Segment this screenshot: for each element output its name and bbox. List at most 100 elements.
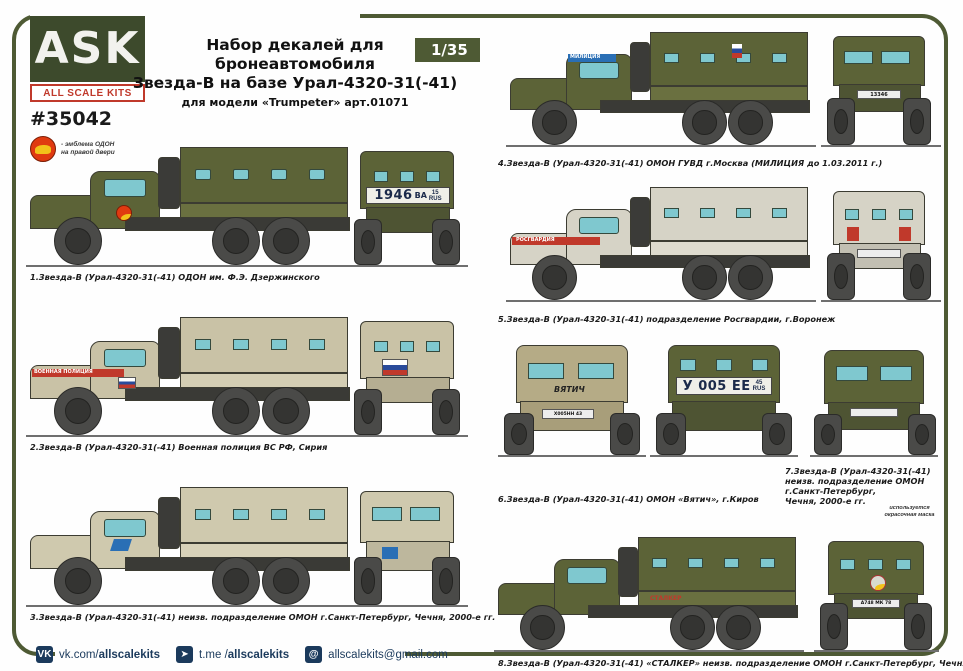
module-window-3 [271, 339, 287, 350]
module-window-4 [309, 509, 325, 520]
module-window-4 [772, 53, 787, 63]
variant-7-front-view [810, 350, 940, 457]
spare-wheel [158, 327, 180, 379]
sheet-border [12, 14, 948, 656]
ground-line [26, 435, 356, 437]
variant-4-caption: 4.Звезда-В (Урал-4320-31(-41) ОМОН ГУВД … [498, 158, 883, 168]
windshield-right [880, 366, 912, 381]
windshield-left [844, 51, 873, 64]
variant-6-front-view: ВЯТИЧ Х005НН 43 [498, 345, 648, 457]
rear-window-3 [426, 341, 440, 352]
rear-wheel-right [432, 219, 460, 265]
spare-wheel [630, 42, 650, 92]
odon-emblem-icon [30, 136, 56, 162]
odon-emblem-note: - эмблема ОДОН на правой двери [30, 136, 115, 162]
ground-line [494, 650, 804, 652]
rear-red-stripe-left [847, 227, 859, 241]
ground-line [26, 605, 356, 607]
front-license-plate: Х005НН 43 [542, 409, 594, 419]
rear-wheel-right [762, 413, 792, 455]
ground-line [821, 300, 941, 302]
rear-window-2 [400, 341, 414, 352]
rear-window-3 [899, 209, 913, 220]
rear-wheel-right [903, 253, 931, 300]
vk-link-text[interactable]: vk.com/allscalekits [59, 648, 161, 661]
variant-7-caption-line-2: неизв. подразделение ОМОН г.Санкт-Петерб… [785, 476, 925, 496]
module-window-4 [309, 339, 325, 350]
rear-emblem [870, 575, 886, 591]
spare-wheel [618, 547, 638, 597]
variant-5-rear-view [821, 191, 941, 302]
module-window-2 [700, 208, 715, 218]
module-window-1 [195, 509, 211, 520]
footer-item-vk[interactable]: VK vk.com/allscalekits [36, 646, 160, 663]
front-license-plate [850, 408, 898, 417]
rosgvardia-band-text: РОСГВАРДИЯ [516, 237, 555, 243]
wheel-mid [212, 217, 260, 265]
front-wheel-left [504, 413, 534, 455]
front-blue-marking [382, 547, 398, 559]
rear-license-plate [857, 249, 901, 258]
mask-note: используется окрасочная маска [884, 505, 935, 518]
rear-window-3 [426, 171, 440, 182]
wheel-front [532, 255, 577, 300]
front-wheel-right [908, 414, 936, 455]
front-wheel-left [814, 414, 842, 455]
wheel-mid [670, 605, 715, 650]
variant-2-side-view: ВОЕННАЯ ПОЛИЦИЯ [26, 317, 356, 437]
rear-window-1 [374, 171, 388, 182]
ground-line [348, 605, 468, 607]
wheel-front [54, 217, 102, 265]
odon-emblem-note-text: - эмблема ОДОН на правой двери [61, 141, 115, 156]
module-window-3 [724, 558, 739, 568]
wheel-mid [682, 255, 727, 300]
plate-letters: ВА [414, 191, 427, 200]
rear-window-3 [752, 359, 768, 371]
variant-7-caption-line-3: Чечня, 2000-е гг. [785, 496, 866, 506]
windshield-left [836, 366, 868, 381]
telegram-icon: ➤ [176, 646, 194, 663]
rear-window-3 [896, 559, 911, 570]
module-window-4 [309, 169, 325, 180]
footer-item-telegram[interactable]: ➤ t.me /allscalekits [176, 646, 289, 663]
plate-number: 1946 [374, 188, 413, 203]
module-window-3 [736, 53, 751, 63]
rear-wheel-left [354, 389, 382, 435]
rear-window-2 [868, 559, 883, 570]
variant-2-rear-view [348, 321, 468, 437]
title-line-3: для модели «Trumpeter» арт.01071 [181, 96, 409, 109]
border-gap-bottom-left [55, 640, 405, 666]
front-wheel-right [610, 413, 640, 455]
ground-line [810, 455, 938, 457]
module-window-3 [271, 169, 287, 180]
cab-window [104, 349, 146, 367]
email-link-text[interactable]: allscalekits@gmail.com [328, 648, 448, 661]
footer-item-email[interactable]: @ allscalekits@gmail.com [305, 646, 448, 663]
ground-line [821, 145, 941, 147]
rear-wheel-left [827, 253, 855, 300]
front-wheel-right [903, 98, 931, 145]
russian-flag-icon-rear [382, 359, 408, 376]
module-window-1 [664, 53, 679, 63]
rear-window-2 [716, 359, 732, 371]
rear-wheel-right [904, 603, 932, 650]
rear-window-2 [872, 209, 886, 220]
module-window-4 [772, 208, 787, 218]
module-window-3 [736, 208, 751, 218]
variant-8-side-view: СТАЛКЕР [494, 537, 804, 652]
wheel-mid [212, 387, 260, 435]
rear-bumper-area [672, 401, 776, 431]
module-window-2 [700, 53, 715, 63]
ground-line [506, 300, 816, 302]
module-window-2 [233, 169, 249, 180]
telegram-link-text[interactable]: t.me /allscalekits [199, 648, 290, 661]
wheel-front [54, 557, 102, 605]
scale-badge: 1/35 [415, 38, 480, 62]
rear-window-2 [400, 171, 414, 182]
cab-window [104, 179, 146, 197]
